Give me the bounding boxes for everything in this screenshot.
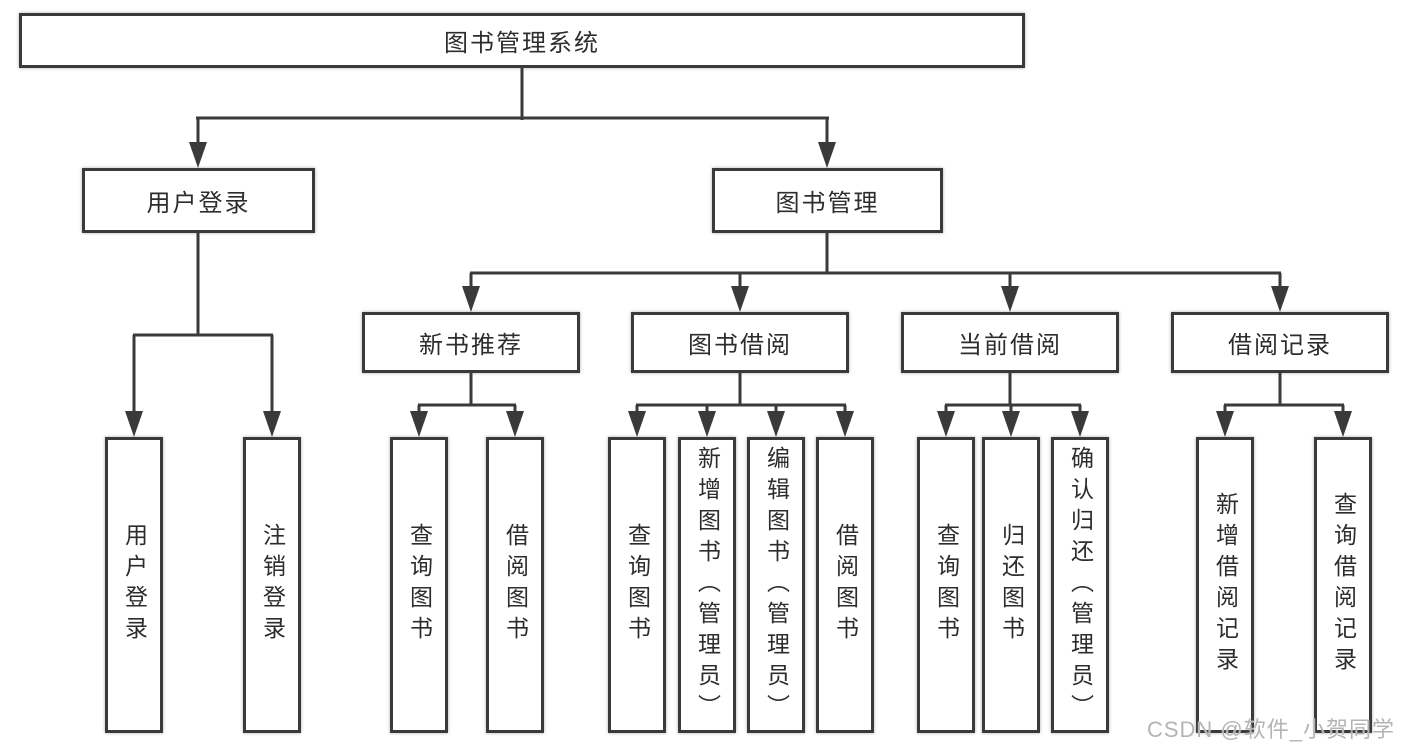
arrowhead-icon xyxy=(263,411,281,437)
leaf-label: 查询图书 xyxy=(624,523,651,647)
node-borrowing-records: 借阅记录 xyxy=(1171,312,1389,373)
leaf-confirm-return-admin: 确认归还（管理员） xyxy=(1051,437,1109,733)
leaf-label: 借阅图书 xyxy=(502,523,529,647)
leaf-add-borrow-record: 新增借阅记录 xyxy=(1196,437,1254,733)
leaf-edit-books-admin: 编辑图书（管理员） xyxy=(747,437,805,733)
leaf-label: 编辑图书（管理员） xyxy=(763,445,790,725)
leaf-add-books-admin: 新增图书（管理员） xyxy=(678,437,736,733)
node-label: 图书借阅 xyxy=(688,332,792,359)
arrowhead-icon xyxy=(767,411,785,437)
node-user-login: 用户登录 xyxy=(82,168,315,233)
node-label: 当前借阅 xyxy=(958,332,1062,359)
arrowheads-group xyxy=(125,142,1352,437)
arrowhead-icon xyxy=(125,411,143,437)
leaf-query-books-recommend: 查询图书 xyxy=(390,437,448,733)
leaf-user-login: 用户登录 xyxy=(105,437,163,733)
leaf-label: 用户登录 xyxy=(121,523,148,647)
arrowhead-icon xyxy=(189,142,207,168)
leaf-query-books-current: 查询图书 xyxy=(917,437,975,733)
node-label: 新书推荐 xyxy=(419,332,523,359)
leaf-query-books-borrowing: 查询图书 xyxy=(608,437,666,733)
node-label: 图书管理 xyxy=(775,190,880,217)
arrowhead-icon xyxy=(1216,411,1234,437)
leaf-label: 注销登录 xyxy=(259,523,286,647)
leaf-label: 新增借阅记录 xyxy=(1212,492,1239,678)
arrowhead-icon xyxy=(1002,411,1020,437)
leaf-borrow-books-recommend: 借阅图书 xyxy=(486,437,544,733)
node-book-borrowing: 图书借阅 xyxy=(631,312,849,373)
leaf-return-books: 归还图书 xyxy=(982,437,1040,733)
arrowhead-icon xyxy=(818,142,836,168)
arrowhead-icon xyxy=(1271,286,1289,312)
node-library-management-system: 图书管理系统 xyxy=(19,13,1025,68)
leaf-label: 确认归还（管理员） xyxy=(1067,445,1094,725)
arrowhead-icon xyxy=(937,411,955,437)
arrowhead-icon xyxy=(836,411,854,437)
node-label: 用户登录 xyxy=(146,190,251,217)
connector-lines xyxy=(132,68,1345,414)
leaf-query-borrow-record: 查询借阅记录 xyxy=(1314,437,1372,733)
arrowhead-icon xyxy=(698,411,716,437)
arrowhead-icon xyxy=(1071,411,1089,437)
leaf-logout: 注销登录 xyxy=(243,437,301,733)
node-label: 图书管理系统 xyxy=(444,30,600,57)
node-current-borrowing: 当前借阅 xyxy=(901,312,1119,373)
leaf-borrow-books-borrowing: 借阅图书 xyxy=(816,437,874,733)
arrowhead-icon xyxy=(731,286,749,312)
leaf-label: 归还图书 xyxy=(998,523,1025,647)
leaf-label: 查询图书 xyxy=(933,523,960,647)
node-label: 借阅记录 xyxy=(1228,332,1332,359)
leaf-label: 查询借阅记录 xyxy=(1330,492,1357,678)
leaf-label: 借阅图书 xyxy=(832,523,859,647)
arrowhead-icon xyxy=(462,286,480,312)
arrowhead-icon xyxy=(628,411,646,437)
arrowhead-icon xyxy=(410,411,428,437)
node-new-book-recommendation: 新书推荐 xyxy=(362,312,580,373)
leaf-label: 查询图书 xyxy=(406,523,433,647)
leaf-label: 新增图书（管理员） xyxy=(694,445,721,725)
arrowhead-icon xyxy=(1001,286,1019,312)
watermark: CSDN @软件_小贺同学 xyxy=(1146,717,1395,742)
arrowhead-icon xyxy=(506,411,524,437)
arrowhead-icon xyxy=(1334,411,1352,437)
node-book-management: 图书管理 xyxy=(712,168,943,233)
